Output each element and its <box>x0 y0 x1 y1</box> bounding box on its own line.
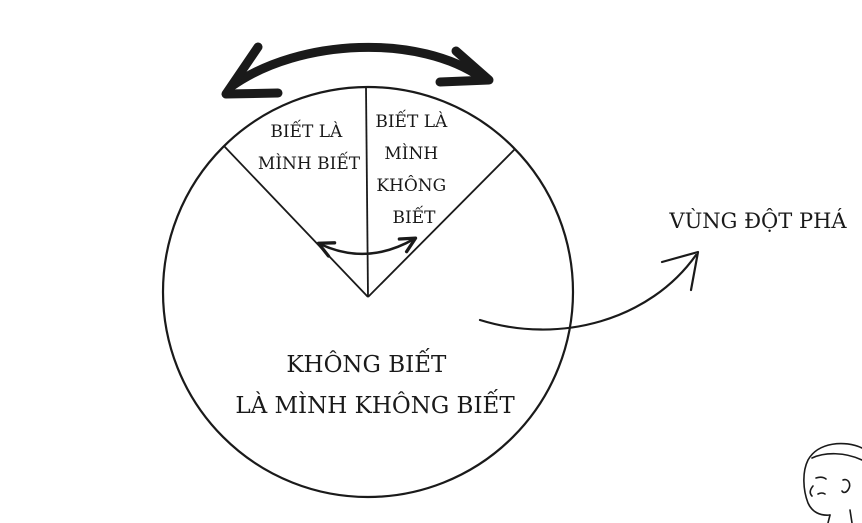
wedge-line-left <box>223 145 369 298</box>
knowledge-circle <box>161 85 575 499</box>
segment-right-label: BIẾT LÀ MÌNH KHÔNG BIẾT <box>375 109 452 228</box>
segment-left-label: BIẾT LÀ MÌNH BIẾT <box>258 119 361 174</box>
breakthrough-zone-label: VÙNG ĐỘT PHÁ <box>668 208 847 233</box>
person-illustration <box>803 442 862 523</box>
breakthrough-arrow-icon <box>478 250 700 331</box>
segment-main-label: KHÔNG BIẾT LÀ MÌNH KHÔNG BIẾT <box>235 349 515 419</box>
small-double-arrow-icon <box>316 236 418 258</box>
expansion-double-arrow-icon <box>221 42 494 99</box>
wedge-line-center <box>365 86 369 298</box>
wedge-line-right <box>367 148 516 298</box>
